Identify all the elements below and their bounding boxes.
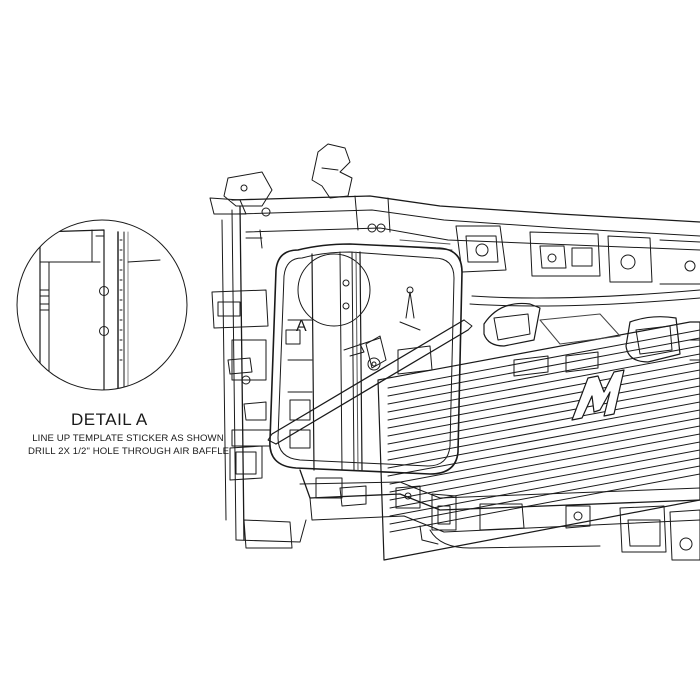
radiator-support-assembly bbox=[209, 143, 700, 561]
instruction-line-2: DRILL 2X 1/2" HOLE THROUGH AIR BAFFLE bbox=[28, 446, 230, 457]
detail-a-circle bbox=[16, 219, 188, 391]
detail-title: DETAIL A bbox=[71, 410, 148, 429]
instruction-line-1: LINE UP TEMPLATE STICKER AS SHOWN bbox=[32, 433, 224, 444]
callout-label-a: A bbox=[296, 318, 307, 335]
brand-logo bbox=[571, 369, 625, 421]
